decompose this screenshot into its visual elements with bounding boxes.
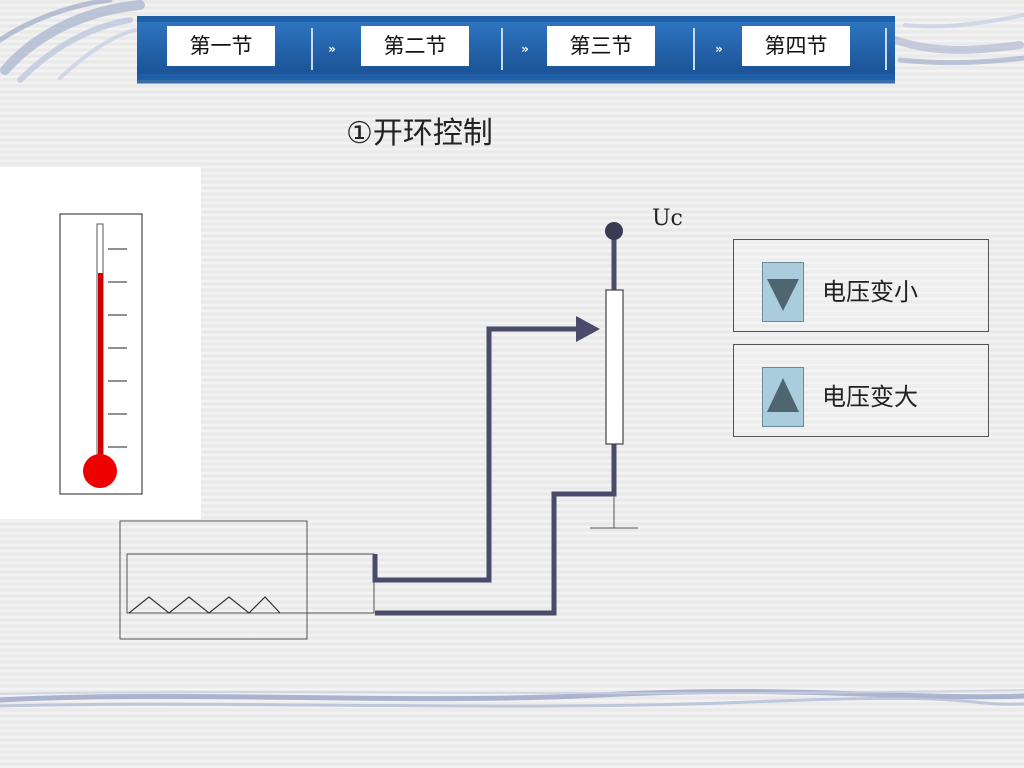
mercury-column [98,273,103,468]
tab-section-1[interactable]: 第一节 [167,26,275,66]
heater-icon [119,520,375,640]
section-nav-bar: 第一节 » 第二节 » 第三节 » 第四节 [137,16,895,84]
increase-voltage-label: 电压变大 [822,383,918,411]
nav-underline [137,80,895,83]
tab-section-2[interactable]: 第二节 [361,26,469,66]
nav-separator [501,28,503,70]
nav-separator [885,28,887,70]
nav-separator [693,28,695,70]
decrease-button-face[interactable] [762,262,804,322]
ground-icon [590,494,638,529]
increase-voltage-button[interactable]: 电压变大 [733,344,989,437]
wiper-arrow-icon [576,316,600,342]
tab-section-4[interactable]: 第四节 [742,26,850,66]
nav-separator [311,28,313,70]
mercury-bulb [83,454,117,488]
chevron-right-icon: » [328,42,336,56]
decrease-voltage-label: 电压变小 [822,278,918,306]
control-wires [372,232,617,616]
page-title: ①开环控制 [346,116,493,151]
triangle-down-icon [767,279,799,311]
chevron-right-icon: » [715,42,723,56]
increase-button-face[interactable] [762,367,804,427]
thermometer-icon [59,213,143,495]
terminal-node [605,222,623,240]
voltage-label: Uc [652,206,683,231]
chevron-right-icon: » [521,42,529,56]
tab-section-3[interactable]: 第三节 [547,26,655,66]
decrease-voltage-button[interactable]: 电压变小 [733,239,989,332]
triangle-up-icon [767,378,799,412]
potentiometer-icon [605,289,624,445]
